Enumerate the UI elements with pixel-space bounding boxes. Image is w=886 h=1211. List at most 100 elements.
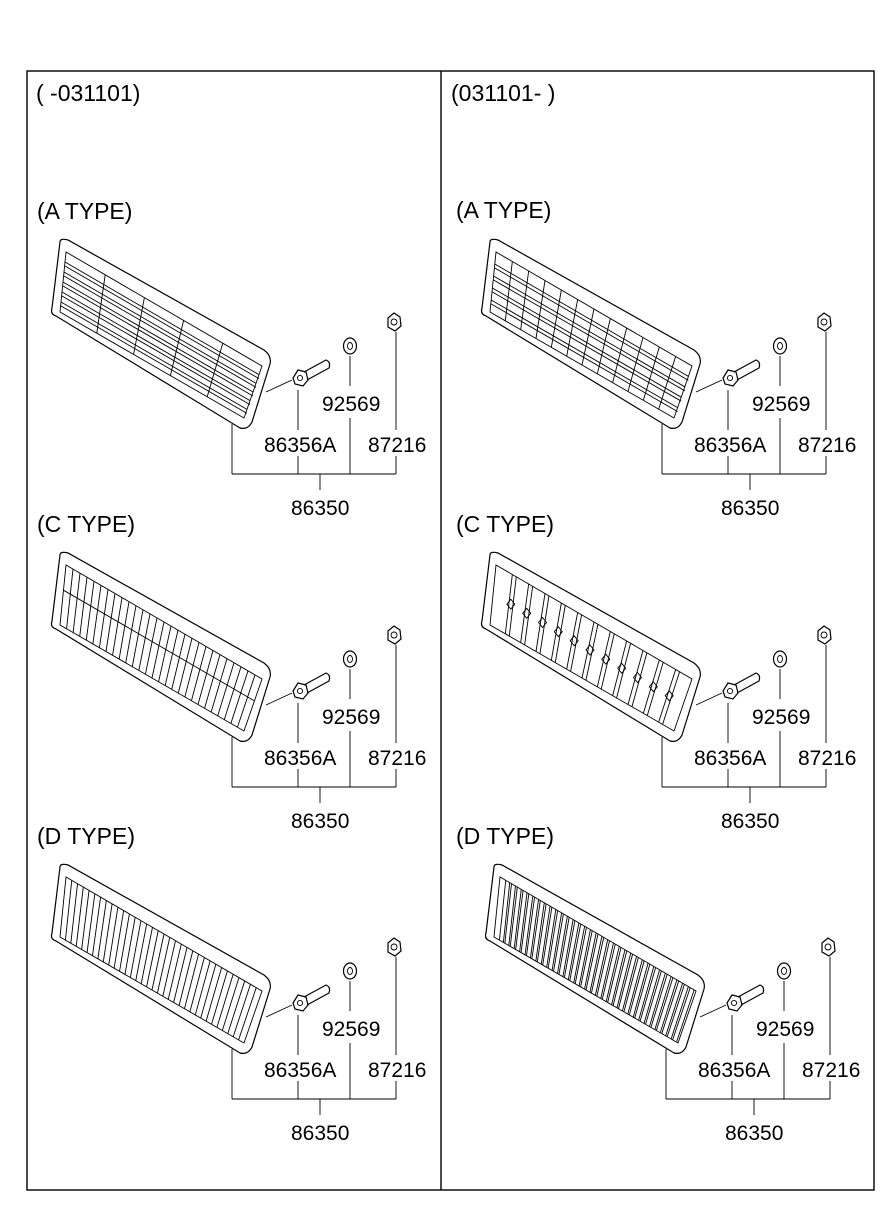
washer-hole — [777, 655, 783, 663]
bolt-head-icon — [292, 682, 309, 700]
grille-slat-edge — [493, 279, 686, 392]
grille-bar — [75, 887, 84, 947]
grille-divider — [658, 356, 677, 410]
grille-bar — [558, 917, 570, 975]
grille-bar — [216, 974, 234, 1028]
bolt-head-icon — [292, 994, 309, 1012]
grille-bar — [627, 650, 644, 705]
bolt-head-hole — [296, 999, 304, 1007]
grille-bar — [118, 601, 130, 660]
grille-bar — [72, 573, 81, 633]
grille-bar — [650, 974, 668, 1028]
washer-hole — [347, 655, 353, 663]
washer-part-number: 92569 — [752, 393, 810, 416]
grille-bar — [569, 923, 582, 981]
grille-bar — [184, 954, 200, 1009]
bolt-shank-icon — [303, 359, 331, 381]
grille-bar — [167, 943, 182, 1000]
grille-slat-edge — [60, 305, 248, 414]
grille-bar — [124, 917, 136, 975]
washer-icon — [772, 337, 788, 355]
washer-part-number: 92569 — [752, 706, 810, 729]
bolt-leader — [265, 379, 293, 393]
grille-bar — [661, 980, 680, 1034]
right-c-type-label: (C TYPE) — [456, 511, 554, 537]
nut-part-number: 87216 — [798, 747, 856, 770]
bolt-head-icon — [292, 369, 309, 387]
grille-bar-edge — [605, 945, 620, 1002]
grille-divider — [520, 270, 530, 330]
nut-part-number: 87216 — [368, 434, 426, 457]
grille-bar — [92, 585, 102, 644]
grille-divider — [550, 289, 562, 348]
grille-bar — [105, 593, 116, 652]
grille-emblem-stud — [506, 598, 516, 610]
grille-bar — [86, 893, 96, 953]
grille-bar-edge — [638, 966, 655, 1021]
grille-bar — [498, 880, 507, 941]
grille-divider — [169, 320, 185, 376]
grille-bar — [639, 967, 657, 1022]
nut-hole — [390, 318, 398, 326]
grille-divider — [133, 297, 145, 355]
grille-bar — [112, 597, 123, 656]
bolt-shank-icon — [737, 984, 765, 1006]
grille-bar — [535, 593, 546, 652]
grille-bezel — [50, 238, 271, 429]
grille-bar — [230, 670, 249, 724]
grille-emblem-stud — [553, 625, 563, 638]
grille-bar — [515, 890, 524, 950]
bolt-shank-icon — [303, 984, 331, 1006]
grille-bar — [563, 920, 576, 978]
grille-bar — [197, 650, 214, 705]
grille-bezel — [50, 863, 271, 1054]
grille-bar — [70, 883, 78, 944]
grille-bar — [566, 612, 579, 670]
grille-bar — [596, 940, 610, 997]
bolt-leader — [699, 1004, 727, 1018]
grille-bar — [642, 659, 660, 714]
grille-divider — [612, 327, 628, 383]
grille-bar — [85, 581, 95, 641]
grille-bar-edge — [540, 905, 551, 965]
nut-icon — [387, 312, 402, 332]
nut-icon — [817, 625, 832, 645]
left-c-type-label: (C TYPE) — [37, 511, 135, 537]
nut-hole — [824, 943, 832, 951]
bolt-leader — [265, 1004, 293, 1018]
bolt-part-number: 86356A — [694, 434, 766, 457]
grille-bar-edge — [589, 935, 603, 993]
washer-icon — [342, 337, 358, 355]
grille-bar-edge — [567, 922, 580, 980]
grille-divider — [504, 261, 513, 321]
grille-bar — [601, 943, 616, 1000]
grille-bar — [79, 577, 88, 637]
grille-bar-edge — [557, 915, 568, 974]
diagram-frame — [26, 70, 875, 1191]
bolt-leader — [695, 692, 723, 706]
nut-part-number: 87216 — [798, 434, 856, 457]
grille-bar-edge — [627, 959, 643, 1014]
bolt-shank-icon — [303, 672, 331, 694]
bolt-head-hole — [726, 374, 734, 382]
washer-icon — [776, 962, 792, 980]
grille-bar-edge — [649, 972, 666, 1027]
nut-hole — [390, 943, 398, 951]
grille-divider — [96, 274, 106, 334]
grille-opening — [59, 564, 263, 732]
washer-part-number: 92569 — [322, 1018, 380, 1041]
assembly-part-number: 86350 — [725, 1122, 783, 1145]
grille-bar — [108, 907, 119, 966]
bolt-head-hole — [296, 687, 304, 695]
grille-bar — [550, 602, 562, 661]
grille-bar — [138, 613, 151, 671]
grille-slat-edge — [62, 285, 254, 397]
grille-bar — [634, 964, 651, 1019]
grille-bar — [129, 920, 142, 978]
grille-bar — [81, 890, 90, 950]
grille-slat-edge — [63, 275, 257, 388]
